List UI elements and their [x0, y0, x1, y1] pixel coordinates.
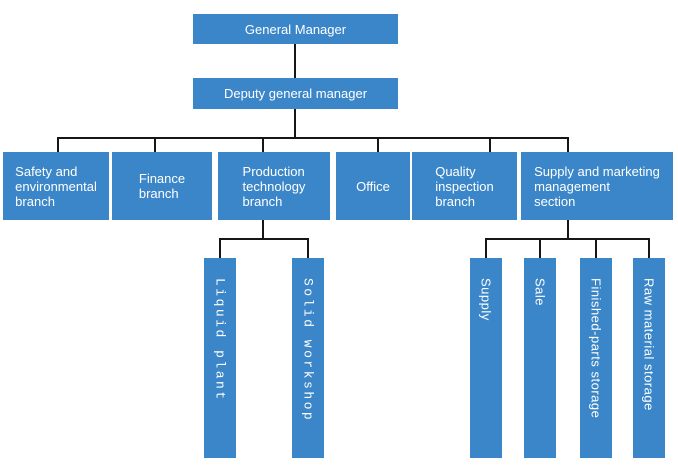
connector-stem-quality	[489, 137, 491, 152]
node-deputy-general-manager: Deputy general manager	[193, 78, 398, 109]
connector-supply-marketing-down	[567, 220, 569, 240]
connector-gm-deputy	[294, 44, 296, 78]
node-safety-environmental-branch-label: Safety and environmental branch	[15, 163, 97, 209]
node-raw-material-storage: Raw material storage	[633, 258, 665, 458]
node-production-technology-branch: Production technology branch	[218, 152, 330, 220]
connector-stem-raw-material	[648, 238, 650, 258]
connector-row-horizontal	[57, 137, 569, 139]
node-finished-parts-storage: Finished-parts storage	[580, 258, 612, 458]
node-supply: Supply	[470, 258, 502, 458]
connector-stem-office	[377, 137, 379, 152]
node-supply-label: Supply	[478, 278, 494, 321]
node-solid-workshop: Solid workshop	[292, 258, 324, 458]
connector-stem-sale	[539, 238, 541, 258]
connector-production-horizontal	[219, 238, 309, 240]
node-quality-inspection-branch: Quality inspection branch	[412, 152, 517, 220]
node-finance-branch: Finance branch	[112, 152, 212, 220]
connector-stem-finished-parts	[595, 238, 597, 258]
node-office-label: Office	[356, 178, 390, 194]
connector-stem-safety	[57, 137, 59, 152]
node-liquid-plant-label: Liquid plant	[212, 278, 228, 402]
node-liquid-plant: Liquid plant	[204, 258, 236, 458]
connector-supply-horizontal	[485, 238, 650, 240]
node-raw-material-storage-label: Raw material storage	[641, 278, 657, 411]
connector-stem-finance	[154, 137, 156, 152]
node-finance-branch-label: Finance branch	[138, 171, 186, 201]
connector-stem-production	[262, 137, 264, 152]
node-office: Office	[336, 152, 410, 220]
node-sale: Sale	[524, 258, 556, 458]
connector-deputy-row	[294, 109, 296, 138]
connector-production-down	[262, 220, 264, 240]
node-general-manager-label: General Manager	[244, 21, 347, 37]
node-solid-workshop-label: Solid workshop	[300, 278, 316, 423]
node-quality-inspection-branch-label: Quality inspection branch	[435, 163, 494, 209]
node-deputy-general-manager-label: Deputy general manager	[223, 86, 368, 101]
connector-stem-liquid-plant	[219, 238, 221, 258]
node-sale-label: Sale	[532, 278, 548, 307]
node-general-manager: General Manager	[193, 14, 398, 44]
node-supply-marketing-management-section-label: Supply and marketing management section	[534, 163, 660, 209]
node-finished-parts-storage-label: Finished-parts storage	[588, 278, 604, 419]
connector-stem-supply-marketing	[567, 137, 569, 152]
connector-stem-supply	[485, 238, 487, 258]
node-supply-marketing-management-section: Supply and marketing management section	[521, 152, 673, 220]
node-safety-environmental-branch: Safety and environmental branch	[3, 152, 109, 220]
connector-stem-solid-workshop	[307, 238, 309, 258]
node-production-technology-branch-label: Production technology branch	[242, 163, 306, 209]
